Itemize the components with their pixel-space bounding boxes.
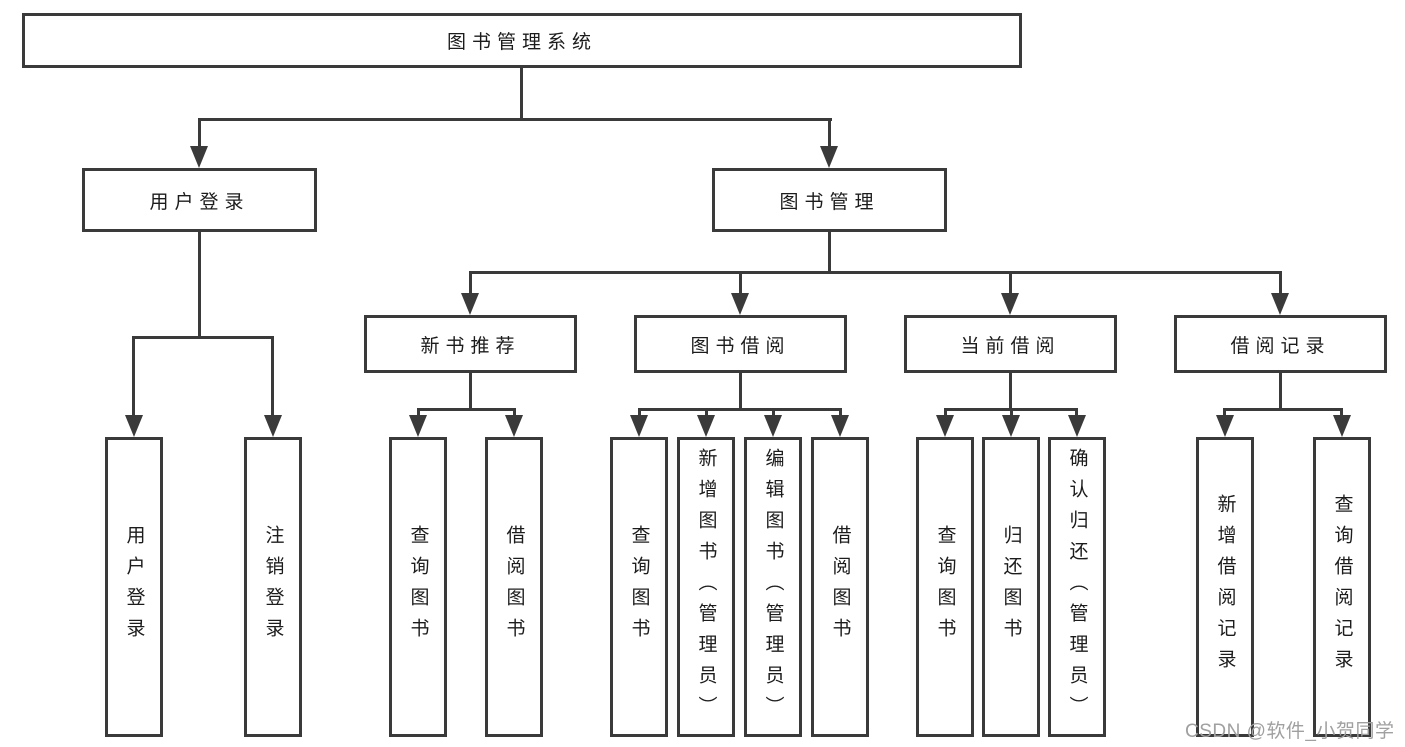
arrowhead-icon <box>125 415 143 437</box>
node-label: 编辑图书（管理员） <box>762 447 784 727</box>
connector-line <box>1009 271 1012 296</box>
leaf-query-books-recommend: 查询图书 <box>389 437 447 737</box>
connector-line <box>1279 271 1282 296</box>
arrowhead-icon <box>1002 415 1020 437</box>
leaf-edit-book-admin: 编辑图书（管理员） <box>744 437 802 737</box>
leaf-query-borrow-record: 查询借阅记录 <box>1313 437 1371 737</box>
leaf-add-book-admin: 新增图书（管理员） <box>677 437 735 737</box>
connector-line <box>1340 408 1343 418</box>
connector-line <box>1009 373 1012 408</box>
leaf-query-books-borrowing: 查询图书 <box>610 437 668 737</box>
leaf-logout: 注销登录 <box>244 437 302 737</box>
node-user-login: 用户登录 <box>82 168 317 232</box>
node-label: 用户登录 <box>123 525 145 649</box>
connector-line <box>705 408 708 418</box>
node-book-management: 图书管理 <box>712 168 947 232</box>
node-label: 图书管理系统 <box>446 32 597 53</box>
arrowhead-icon <box>936 415 954 437</box>
leaf-borrow-books-recommend: 借阅图书 <box>485 437 543 737</box>
arrowhead-icon <box>764 415 782 437</box>
arrowhead-icon <box>461 293 479 315</box>
node-label: 图书借阅 <box>690 335 791 357</box>
arrowhead-icon <box>505 415 523 437</box>
node-label: 查询借阅记录 <box>1331 494 1353 680</box>
arrowhead-icon <box>731 293 749 315</box>
node-label: 新增借阅记录 <box>1214 494 1236 680</box>
connector-line <box>417 408 420 418</box>
arrowhead-icon <box>1068 415 1086 437</box>
connector-line <box>839 408 842 418</box>
connector-line <box>132 336 135 418</box>
node-label: 归还图书 <box>1000 525 1022 649</box>
node-label: 确认归还（管理员） <box>1066 447 1088 727</box>
connector-line <box>198 232 201 336</box>
node-book-borrowing: 图书借阅 <box>634 315 847 373</box>
connector-line <box>772 408 775 418</box>
leaf-query-books-current: 查询图书 <box>916 437 974 737</box>
node-current-borrowing: 当前借阅 <box>904 315 1117 373</box>
node-label: 注销登录 <box>262 525 284 649</box>
arrowhead-icon <box>820 146 838 168</box>
connector-line <box>520 68 523 118</box>
watermark-text: CSDN @软件_小贺同学 <box>1185 721 1395 742</box>
connector-line <box>1010 408 1013 418</box>
connector-line <box>944 408 947 418</box>
connector-line <box>828 232 831 271</box>
arrowhead-icon <box>190 146 208 168</box>
connector-line <box>828 118 831 150</box>
node-label: 借阅记录 <box>1230 335 1331 357</box>
node-label: 查询图书 <box>628 525 650 649</box>
node-label: 查询图书 <box>934 525 956 649</box>
connector-line <box>417 408 516 411</box>
node-label: 图书管理 <box>779 191 880 213</box>
connector-line <box>1279 373 1282 408</box>
node-borrowing-records: 借阅记录 <box>1174 315 1387 373</box>
node-label: 借阅图书 <box>503 525 525 649</box>
connector-line <box>469 373 472 408</box>
arrowhead-icon <box>1001 293 1019 315</box>
connector-line <box>271 336 274 418</box>
arrowhead-icon <box>697 415 715 437</box>
connector-line <box>638 408 641 418</box>
arrowhead-icon <box>1271 293 1289 315</box>
arrowhead-icon <box>831 415 849 437</box>
connector-line <box>1223 408 1226 418</box>
connector-line <box>1223 408 1342 411</box>
leaf-user-login: 用户登录 <box>105 437 163 737</box>
arrowhead-icon <box>1216 415 1234 437</box>
connector-line <box>198 118 832 121</box>
arrowhead-icon <box>630 415 648 437</box>
leaf-borrow-books-borrowing: 借阅图书 <box>811 437 869 737</box>
connector-line <box>513 408 516 418</box>
node-new-book-recommendation: 新书推荐 <box>364 315 577 373</box>
node-library-management-system: 图书管理系统 <box>22 13 1022 68</box>
leaf-add-borrow-record: 新增借阅记录 <box>1196 437 1254 737</box>
connector-line <box>638 408 842 411</box>
leaf-return-book: 归还图书 <box>982 437 1040 737</box>
node-label: 当前借阅 <box>960 335 1061 357</box>
node-label: 新书推荐 <box>420 335 521 357</box>
connector-line <box>132 336 274 339</box>
arrowhead-icon <box>264 415 282 437</box>
node-label: 查询图书 <box>407 525 429 649</box>
arrowhead-icon <box>1333 415 1351 437</box>
node-label: 新增图书（管理员） <box>695 447 717 727</box>
leaf-confirm-return-admin: 确认归还（管理员） <box>1048 437 1106 737</box>
connector-line <box>469 271 1282 274</box>
connector-line <box>198 118 201 150</box>
connector-line <box>469 271 472 296</box>
connector-line <box>739 373 742 408</box>
connector-line <box>1075 408 1078 418</box>
node-label: 借阅图书 <box>829 525 851 649</box>
connector-line <box>739 271 742 296</box>
node-label: 用户登录 <box>149 191 250 213</box>
arrowhead-icon <box>409 415 427 437</box>
